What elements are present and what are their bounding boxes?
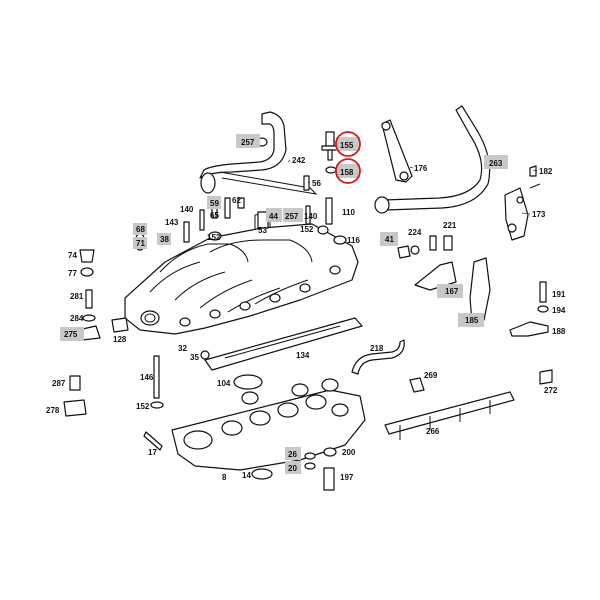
callout-65: 65	[210, 211, 219, 220]
callout-38: 38	[160, 235, 169, 244]
callout-224: 224	[408, 228, 422, 237]
callout-68: 68	[136, 225, 145, 234]
callout-269: 269	[424, 371, 438, 380]
highlight-circles	[335, 131, 361, 184]
callout-158: 158	[340, 168, 354, 177]
line-218	[351, 339, 405, 375]
bolts-studs	[183, 175, 347, 245]
callout-194: 194	[552, 306, 566, 315]
callout-140b: 140	[304, 212, 318, 221]
lower-hardware	[251, 447, 337, 491]
callout-56: 56	[312, 179, 321, 188]
callout-134: 134	[296, 351, 310, 360]
callout-104: 104	[217, 379, 231, 388]
bracket-278	[63, 375, 87, 417]
callout-197: 197	[340, 473, 354, 482]
callout-218: 218	[370, 344, 384, 353]
sensor-155	[321, 131, 339, 174]
callout-62: 62	[232, 196, 241, 205]
seal-104	[233, 374, 263, 390]
bolt-182	[529, 165, 537, 177]
bracket-176	[381, 119, 413, 183]
callout-176: 176	[414, 164, 428, 173]
callout-140a: 140	[180, 205, 194, 214]
callout-278: 278	[46, 406, 60, 415]
callout-272: 272	[544, 386, 558, 395]
callout-152c: 152	[136, 402, 150, 411]
callout-71: 71	[136, 239, 145, 248]
callout-242: 242	[292, 156, 306, 165]
callout-182: 182	[539, 167, 553, 176]
callout-20: 20	[288, 464, 297, 473]
callout-44: 44	[269, 212, 278, 221]
callout-59: 59	[210, 199, 219, 208]
fuel-rail-266	[384, 391, 515, 440]
callout-35: 35	[190, 353, 199, 362]
injector-269	[409, 369, 553, 393]
callout-287: 287	[52, 379, 66, 388]
callout-146: 146	[140, 373, 154, 382]
callout-281: 281	[70, 292, 84, 301]
callout-284: 284	[70, 314, 84, 323]
callout-53: 53	[258, 226, 267, 235]
callout-257: 257	[241, 138, 255, 147]
callout-167: 167	[445, 287, 459, 296]
pipe-263	[374, 105, 491, 214]
callout-200: 200	[342, 448, 356, 457]
callout-263: 263	[489, 159, 503, 168]
bracket-173	[504, 183, 541, 241]
callout-32: 32	[178, 344, 187, 353]
callout-74: 74	[68, 251, 77, 260]
sensor-41	[397, 235, 453, 259]
callout-275: 275	[64, 330, 78, 339]
callout-8: 8	[222, 473, 227, 482]
callout-143: 143	[165, 218, 179, 227]
callout-labels: 257 155 242 158 176 263 182 56 62 59 65 …	[46, 138, 566, 482]
callout-188: 188	[552, 327, 566, 336]
bolt-191	[509, 281, 549, 337]
bracket-185	[469, 257, 491, 323]
callout-185: 185	[465, 316, 479, 325]
lower-intake-manifold	[171, 378, 366, 471]
highlight-boxes	[60, 134, 508, 474]
callout-14: 14	[242, 471, 251, 480]
callout-266: 266	[426, 427, 440, 436]
callout-128: 128	[113, 335, 127, 344]
upper-intake-manifold	[124, 211, 359, 335]
callout-152a: 152	[207, 233, 221, 242]
callout-155: 155	[340, 141, 354, 150]
callout-173: 173	[532, 210, 546, 219]
bracket-167	[414, 261, 457, 291]
callout-257b: 257	[285, 212, 299, 221]
callout-17: 17	[148, 448, 157, 457]
gasket-134	[204, 317, 363, 371]
air-hose	[199, 111, 318, 195]
callout-152b: 152	[300, 225, 314, 234]
callout-191: 191	[552, 290, 566, 299]
callout-77: 77	[68, 269, 77, 278]
callout-116: 116	[347, 236, 360, 245]
callout-41: 41	[385, 235, 394, 244]
callout-26: 26	[288, 450, 297, 459]
callout-110: 110	[342, 208, 355, 217]
callout-221: 221	[443, 221, 457, 230]
stud-146	[143, 350, 210, 451]
